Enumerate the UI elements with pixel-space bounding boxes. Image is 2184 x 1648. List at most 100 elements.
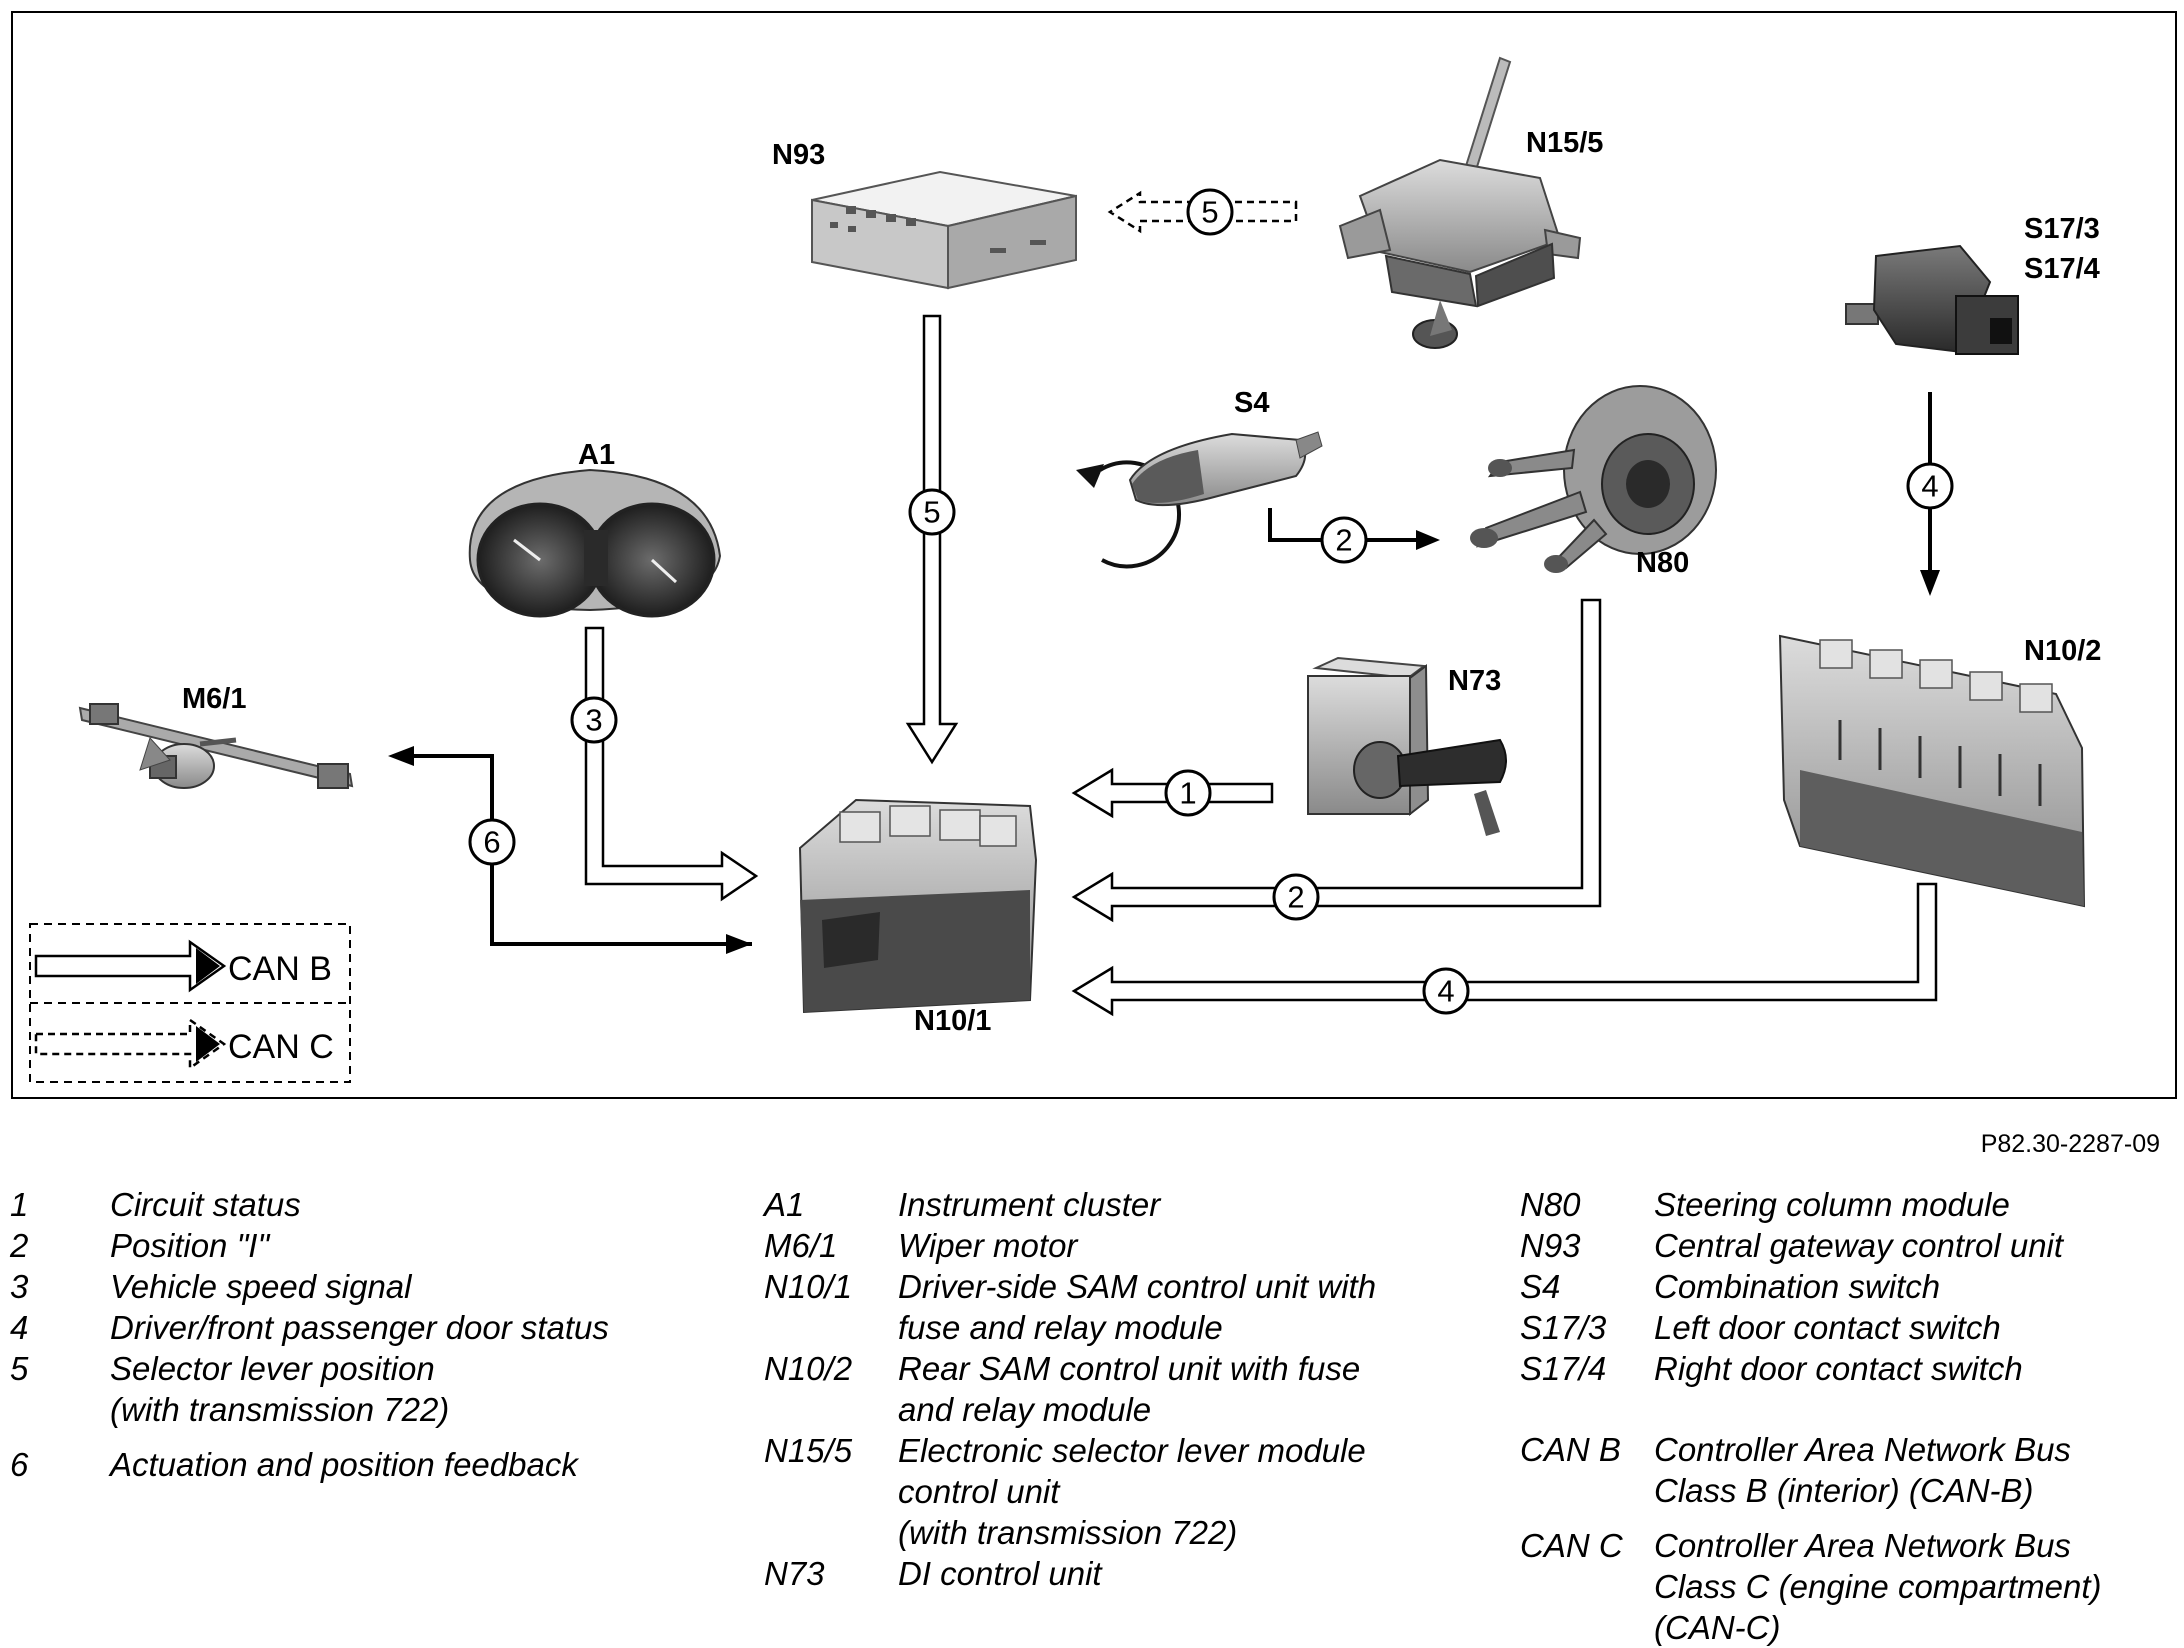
instrument-cluster-icon <box>468 468 722 618</box>
key-text: DI control unit <box>898 1555 1102 1592</box>
key-code: N93 <box>1520 1227 1581 1264</box>
signal-number-5b: 5 <box>908 488 956 536</box>
wiper-motor-icon <box>78 703 354 789</box>
legend-can-b-sample <box>34 939 227 993</box>
key-row: 2 Position "I" <box>10 1225 730 1266</box>
label-n73: N73 <box>1448 665 1501 697</box>
signal-number-3: 3 <box>570 696 618 744</box>
key-row: 1 Circuit status <box>10 1184 730 1225</box>
key-code: 1 <box>10 1186 29 1223</box>
svg-text:4: 4 <box>1921 469 1938 504</box>
key-text: Electronic selector lever module <box>898 1432 1366 1469</box>
key-text-cont: (with transmission 722) <box>110 1391 450 1428</box>
key-text-cont: fuse and relay module <box>898 1309 1223 1346</box>
key-text-cont: (CAN-C) <box>1654 1609 1781 1646</box>
signal-number-4b: 4 <box>1422 967 1470 1015</box>
key-code: 5 <box>10 1350 29 1387</box>
key-text-cont: Class C (engine compartment) <box>1654 1568 2102 1605</box>
label-m6-1: M6/1 <box>182 683 246 715</box>
rear-sam-unit-icon <box>1778 634 2086 908</box>
key-code: N10/2 <box>764 1350 853 1387</box>
svg-text:2: 2 <box>1335 523 1352 558</box>
key-code: S17/3 <box>1520 1309 1607 1346</box>
label-a1: A1 <box>578 439 615 471</box>
key-text: Driver/front passenger door status <box>110 1309 609 1346</box>
svg-text:4: 4 <box>1437 974 1454 1009</box>
central-gateway-unit-icon <box>811 170 1077 290</box>
signal-3-can-b-line <box>584 626 759 902</box>
signal-number-5a: 5 <box>1186 188 1234 236</box>
legend-can-c-sample <box>34 1017 227 1071</box>
signal-number-1: 1 <box>1164 769 1212 817</box>
key-code: CAN C <box>1520 1527 1623 1564</box>
key-text: Circuit status <box>110 1186 301 1223</box>
label-n80: N80 <box>1636 547 1689 579</box>
key-code: 6 <box>10 1446 29 1483</box>
key-code: 2 <box>10 1227 29 1264</box>
label-n15-5: N15/5 <box>1526 127 1603 159</box>
signal-5-can-b-line <box>905 314 959 765</box>
key-code: N15/5 <box>764 1432 853 1469</box>
svg-text:5: 5 <box>923 495 940 530</box>
key-row: N80 Steering column module <box>1520 1184 2180 1225</box>
door-contact-switch-icon <box>1845 244 2019 355</box>
label-n10-2: N10/2 <box>2024 635 2101 667</box>
key-code: N80 <box>1520 1186 1581 1223</box>
diagram-frame <box>11 11 2177 1099</box>
svg-text:5: 5 <box>1201 195 1218 230</box>
key-text: Controller Area Network Bus <box>1654 1527 2071 1564</box>
svg-text:6: 6 <box>483 825 500 860</box>
svg-text:3: 3 <box>585 703 602 738</box>
key-code: N10/1 <box>764 1268 853 1305</box>
key-row: 3 Vehicle speed signal <box>10 1266 730 1307</box>
key-text: Vehicle speed signal <box>110 1268 412 1305</box>
key-text: Combination switch <box>1654 1268 1941 1305</box>
label-n93: N93 <box>772 139 825 171</box>
key-text: Central gateway control unit <box>1654 1227 2064 1264</box>
svg-text:2: 2 <box>1287 880 1304 915</box>
key-text: Left door contact switch <box>1654 1309 2001 1346</box>
signal-number-2b: 2 <box>1272 873 1320 921</box>
key-text: Selector lever position <box>110 1350 435 1387</box>
label-s4: S4 <box>1234 387 1269 419</box>
key-text-cont: and relay module <box>898 1391 1152 1428</box>
key-text: Position "I" <box>110 1227 270 1264</box>
key-row: S4 Combination switch <box>1520 1266 2180 1307</box>
key-text: Actuation and position feedback <box>110 1446 578 1483</box>
key-row: N73 DI control unit <box>764 1553 1444 1594</box>
di-control-unit-icon <box>1307 656 1507 836</box>
key-row: N15/5 Electronic selector lever module con… <box>764 1430 1444 1553</box>
key-column-components-b: N80 Steering column module N93 Central gat… <box>1520 1184 2180 1648</box>
key-text-cont: control unit <box>898 1473 1060 1510</box>
key-row: S17/3 Left door contact switch <box>1520 1307 2180 1348</box>
key-code: 3 <box>10 1268 29 1305</box>
key-text-cont: (with transmission 722) <box>898 1514 1238 1551</box>
combination-switch-icon <box>1076 431 1323 569</box>
line-type-legend: CAN B CAN C <box>29 923 351 1083</box>
key-code: CAN B <box>1520 1431 1621 1468</box>
signal-number-2a: 2 <box>1320 516 1368 564</box>
key-text: Instrument cluster <box>898 1186 1161 1223</box>
label-s17-3: S17/3 <box>2024 213 2100 245</box>
signal-number-6: 6 <box>468 818 516 866</box>
label-n10-1: N10/1 <box>914 1005 991 1037</box>
legend-can-b-label: CAN B <box>228 950 332 988</box>
key-code: S4 <box>1520 1268 1561 1305</box>
key-code: N73 <box>764 1555 825 1592</box>
label-s17-4: S17/4 <box>2024 253 2100 285</box>
key-text: Steering column module <box>1654 1186 2010 1223</box>
key-row: 6 Actuation and position feedback <box>10 1444 730 1485</box>
key-text: Right door contact switch <box>1654 1350 2023 1387</box>
signal-4-can-b-line <box>1071 882 1938 1017</box>
key-text: Controller Area Network Bus <box>1654 1431 2071 1468</box>
